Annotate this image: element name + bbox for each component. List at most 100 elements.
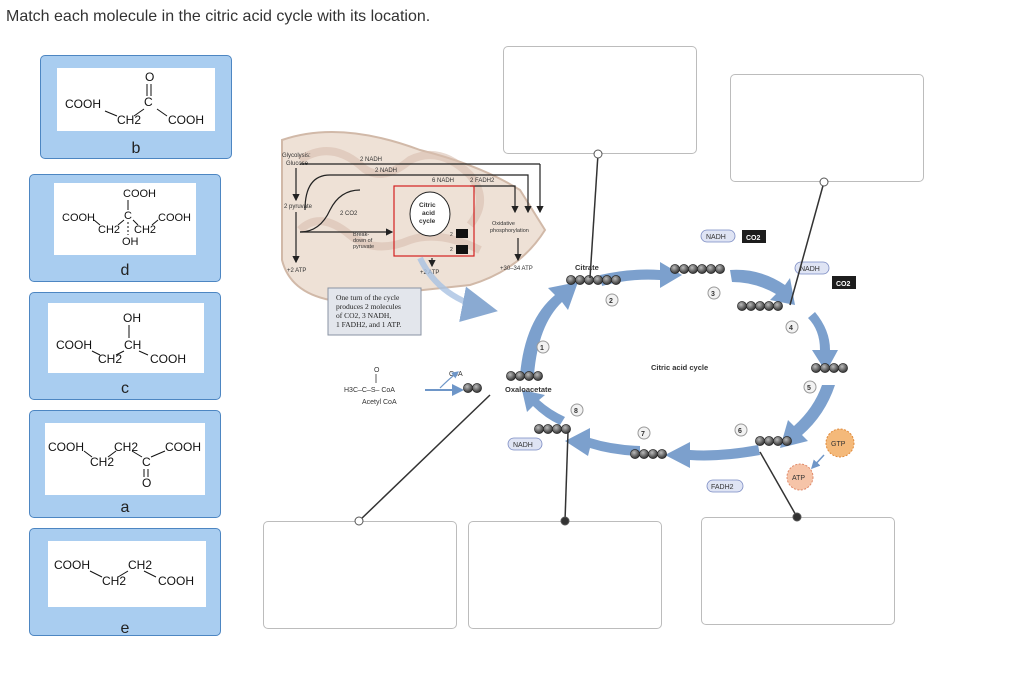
svg-text:H3C–C–S– CoA: H3C–C–S– CoA <box>344 387 395 394</box>
svg-text:2 NADH: 2 NADH <box>375 168 397 174</box>
svg-text:3: 3 <box>711 291 715 298</box>
svg-text:2 pyruvate: 2 pyruvate <box>284 204 313 210</box>
svg-text:2 NADH: 2 NADH <box>360 157 382 163</box>
carbon-bead <box>639 449 649 459</box>
carbon-bead <box>820 363 830 373</box>
formula-text: C <box>124 210 132 222</box>
acetyl-coa-structure: O H3C–C–S– CoA Acetyl CoA CoA <box>344 367 464 406</box>
carbon-bead <box>524 371 534 381</box>
carbon-bead <box>593 275 603 285</box>
carbon-bead <box>755 436 765 446</box>
svg-text:Citric: Citric <box>419 202 436 209</box>
card-letter: b <box>131 140 141 157</box>
svg-text:Glucose: Glucose <box>286 161 309 167</box>
carbon-bead <box>543 424 553 434</box>
molecule-card-b[interactable]: COOH C O CH2 COOH b <box>40 55 232 159</box>
drop-zone-top-center[interactable] <box>503 46 697 154</box>
carbon-bead <box>602 275 612 285</box>
drop-zone-bottom-right[interactable] <box>701 517 895 625</box>
card-letter: d <box>120 262 130 279</box>
molecule-structure-c: OH COOH CH CH2 COOH <box>56 311 186 366</box>
formula-text: COOH <box>158 574 194 588</box>
connector-handles[interactable] <box>354 149 829 526</box>
carbon-bead <box>630 449 640 459</box>
svg-text:2 CO2: 2 CO2 <box>340 211 358 217</box>
formula-text: COOH <box>56 338 92 352</box>
svg-text:Oxaloacetate: Oxaloacetate <box>505 385 552 394</box>
carbon-bead <box>657 449 667 459</box>
svg-text:GTP: GTP <box>831 441 846 448</box>
formula-text: COOH <box>54 558 90 572</box>
carbon-bead <box>463 383 473 393</box>
formula-text: CH2 <box>98 224 120 236</box>
carbon-bead <box>533 371 543 381</box>
carbon-bead <box>584 275 594 285</box>
molecule-card-a[interactable]: COOH CH2 COOH CH2 C O a <box>29 410 221 518</box>
carbon-bead <box>566 275 576 285</box>
formula-text: COOH <box>150 352 186 366</box>
svg-text:1 FADH2, and 1 ATP.: 1 FADH2, and 1 ATP. <box>336 320 401 329</box>
carbon-bead <box>838 363 848 373</box>
molecule-structure-d: COOH COOH C CH2 CH2 COOH OH <box>62 188 191 248</box>
svg-text:6: 6 <box>738 428 742 435</box>
formula-text: COOH <box>165 440 201 454</box>
svg-text:acid: acid <box>422 210 435 217</box>
svg-text:2: 2 <box>609 298 613 305</box>
card-letter: e <box>120 620 130 637</box>
connector-lines <box>358 153 825 522</box>
formula-text: CH2 <box>128 558 152 572</box>
carbon-bead <box>755 301 765 311</box>
carbon-bead <box>773 436 783 446</box>
drop-zone-bottom-left[interactable] <box>263 521 457 629</box>
carbon-bead <box>472 383 482 393</box>
carbon-bead <box>611 275 621 285</box>
formula-text: CH2 <box>102 574 126 588</box>
formula-text: C <box>142 455 151 469</box>
formula-text: COOH <box>158 212 191 224</box>
carbon-bead <box>670 264 680 274</box>
svg-text:Break-: Break- <box>353 232 369 238</box>
formula-text: COOH <box>123 188 156 200</box>
drop-zone-bottom-center[interactable] <box>468 521 662 629</box>
formula-text: CH2 <box>134 224 156 236</box>
molecule-structure-b: COOH C O CH2 COOH <box>65 70 204 127</box>
card-letter: c <box>121 380 129 397</box>
carbon-bead <box>737 301 747 311</box>
molecule-card-c[interactable]: OH COOH CH CH2 COOH c <box>29 292 221 400</box>
citric-acid-highlight-box <box>393 185 475 257</box>
molecule-box <box>54 183 196 255</box>
formula-text: CH2 <box>98 352 122 366</box>
carbon-bead <box>506 371 516 381</box>
svg-text:Acetyl CoA: Acetyl CoA <box>362 399 397 406</box>
step-numbers: 1 2 3 4 5 6 7 8 <box>536 286 817 440</box>
svg-text:down of: down of <box>353 238 373 244</box>
molecule-box <box>48 541 206 607</box>
carbon-bead <box>534 424 544 434</box>
cycle-labels: Citrate Oxaloacetate Citric acid cycle N… <box>505 229 856 493</box>
carbon-bead <box>575 275 585 285</box>
svg-text:5: 5 <box>807 385 811 392</box>
formula-text: O <box>145 70 154 84</box>
carbon-bead <box>829 363 839 373</box>
carbon-bead <box>561 424 571 434</box>
formula-text: C <box>144 95 153 109</box>
svg-text:NADH: NADH <box>706 234 726 241</box>
svg-text:7: 7 <box>641 431 645 438</box>
formula-text: COOH <box>65 97 101 111</box>
formula-text: CH <box>124 338 141 352</box>
carbon-bead <box>764 301 774 311</box>
carbon-bead <box>773 301 783 311</box>
molecule-box <box>48 303 204 373</box>
svg-text:of CO2, 3 NADH,: of CO2, 3 NADH, <box>336 311 391 320</box>
svg-text:2: 2 <box>450 247 453 253</box>
carbon-bead <box>515 371 525 381</box>
svg-text:CO2: CO2 <box>836 281 851 288</box>
formula-text: CH2 <box>90 455 114 469</box>
carbon-bead <box>715 264 725 274</box>
molecule-card-d[interactable]: COOH COOH C CH2 CH2 COOH OH d <box>29 174 221 282</box>
molecule-structure-a: COOH CH2 COOH CH2 C O <box>48 440 201 490</box>
svg-text:Glycolysis:: Glycolysis: <box>282 153 311 159</box>
svg-text:Citric acid cycle: Citric acid cycle <box>651 363 708 372</box>
molecule-card-e[interactable]: COOH CH2 CH2 COOH e <box>29 528 221 637</box>
svg-text:+2 ATP: +2 ATP <box>287 268 306 274</box>
